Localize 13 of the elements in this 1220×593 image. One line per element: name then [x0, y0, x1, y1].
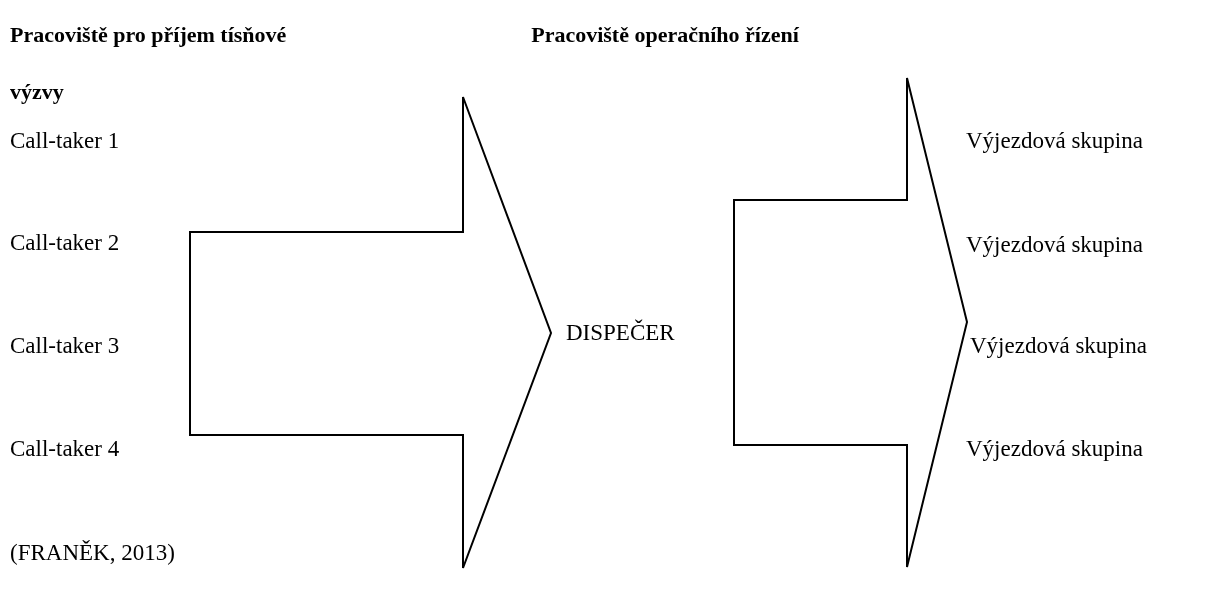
node-label: Call-taker 2: [10, 229, 120, 257]
section-heading: Pracoviště operačního řízení: [530, 21, 800, 49]
node-label: Call-taker 4: [10, 435, 120, 463]
node-label: Výjezdová skupina: [970, 332, 1147, 360]
node-label: Výjezdová skupina: [966, 435, 1143, 463]
node-label: Call-taker 3: [10, 332, 120, 360]
node-label: Call-taker 1: [10, 127, 120, 155]
node-label: Výjezdová skupina: [966, 231, 1143, 259]
node-label: Výjezdová skupina: [966, 127, 1143, 155]
node-label: DISPEČER: [566, 319, 675, 347]
section-heading: Pracoviště pro příjem tísňové výzvy: [10, 21, 288, 106]
source-citation: (FRANĚK, 2013): [10, 539, 175, 567]
block-arrow: [189, 96, 553, 570]
